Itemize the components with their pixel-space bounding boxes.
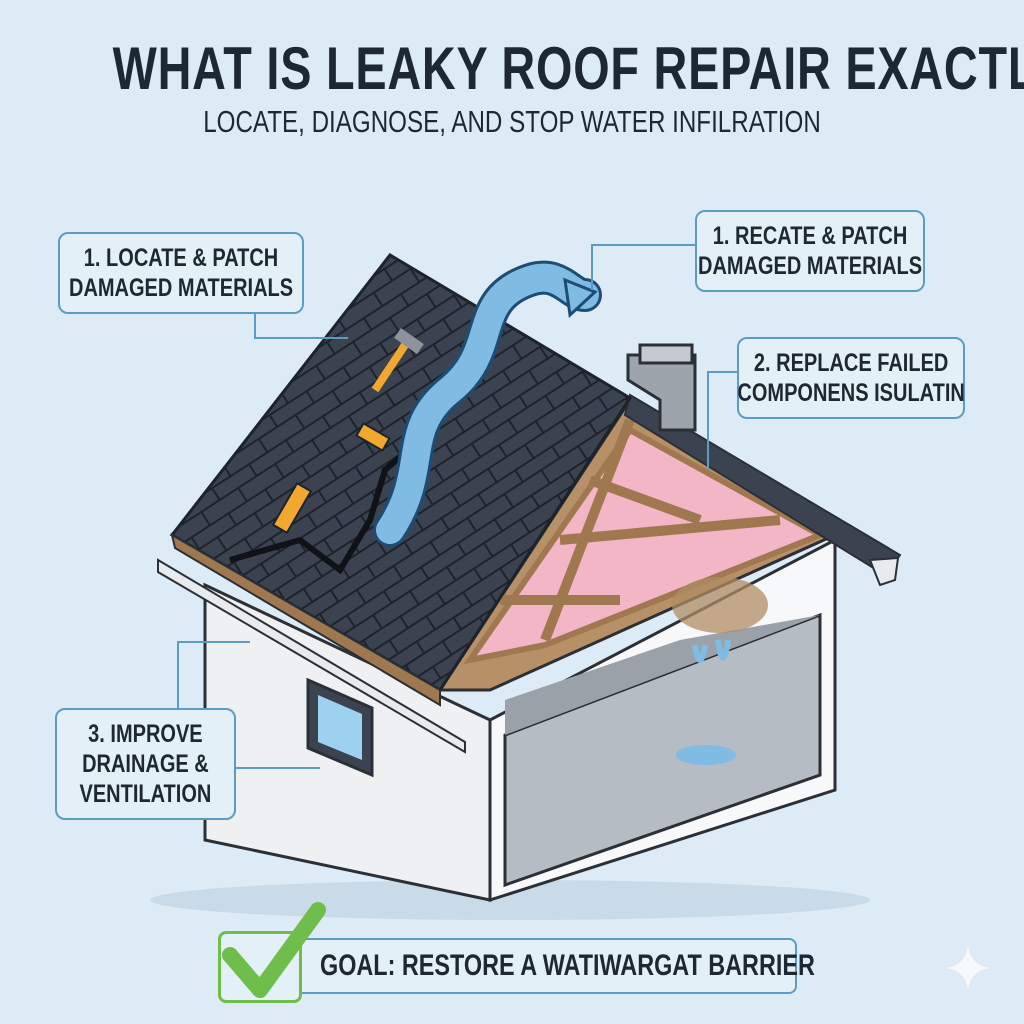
- chimney: [626, 353, 697, 432]
- hammer-icon: [371, 328, 424, 393]
- water-path: [376, 263, 599, 544]
- water-arrow-head: [563, 277, 598, 319]
- chimney-top: [638, 343, 694, 365]
- callout-text: 1. LOCATE & PATCH: [83, 244, 279, 272]
- water-stain: [672, 577, 768, 633]
- left-gutter: [157, 558, 466, 754]
- scraper-icon: [355, 422, 391, 452]
- rafters: [500, 418, 781, 642]
- callout-text: 2. REPLACE FAILED: [753, 349, 949, 377]
- leader-line-3: [707, 371, 737, 470]
- roof-fascia: [170, 532, 441, 707]
- interior-ceiling: [505, 615, 820, 735]
- goal-banner: GOAL: RESTORE A WATIWARGAT BARRIER: [280, 938, 815, 994]
- right-gutter: [868, 556, 900, 587]
- callout-text: VENTILATION: [79, 780, 212, 808]
- water-drips: [692, 639, 731, 663]
- window-glass: [318, 695, 362, 760]
- leader-line-1: [254, 312, 348, 339]
- sparkle-icon: [946, 945, 990, 990]
- leader-line-2: [591, 244, 695, 290]
- utility-knife-icon: [271, 481, 313, 535]
- callout-text: 1. RECATE & PATCH: [712, 222, 908, 250]
- ground-shadow: [150, 880, 870, 920]
- callout-text: DRAINAGE &: [82, 750, 209, 778]
- goal-text: GOAL: RESTORE A WATIWARGAT BARRIER: [320, 949, 815, 982]
- callout-text: DAMAGED MATERIALS: [68, 274, 294, 302]
- callout-text: DAMAGED MATERIALS: [697, 252, 923, 280]
- page-subtitle: LOCATE, DIAGNOSE, AND STOP WATER INFILRA…: [203, 104, 821, 139]
- water-puddle: [676, 745, 736, 765]
- page-title: WHAT IS LEAKY ROOF REPAIR EXACTLY: [112, 35, 1024, 102]
- checkbox-frame: [218, 931, 302, 1003]
- callout-text: COMPONENS ISULATIN: [737, 379, 965, 407]
- callout-text: 3. IMPROVE: [88, 720, 203, 748]
